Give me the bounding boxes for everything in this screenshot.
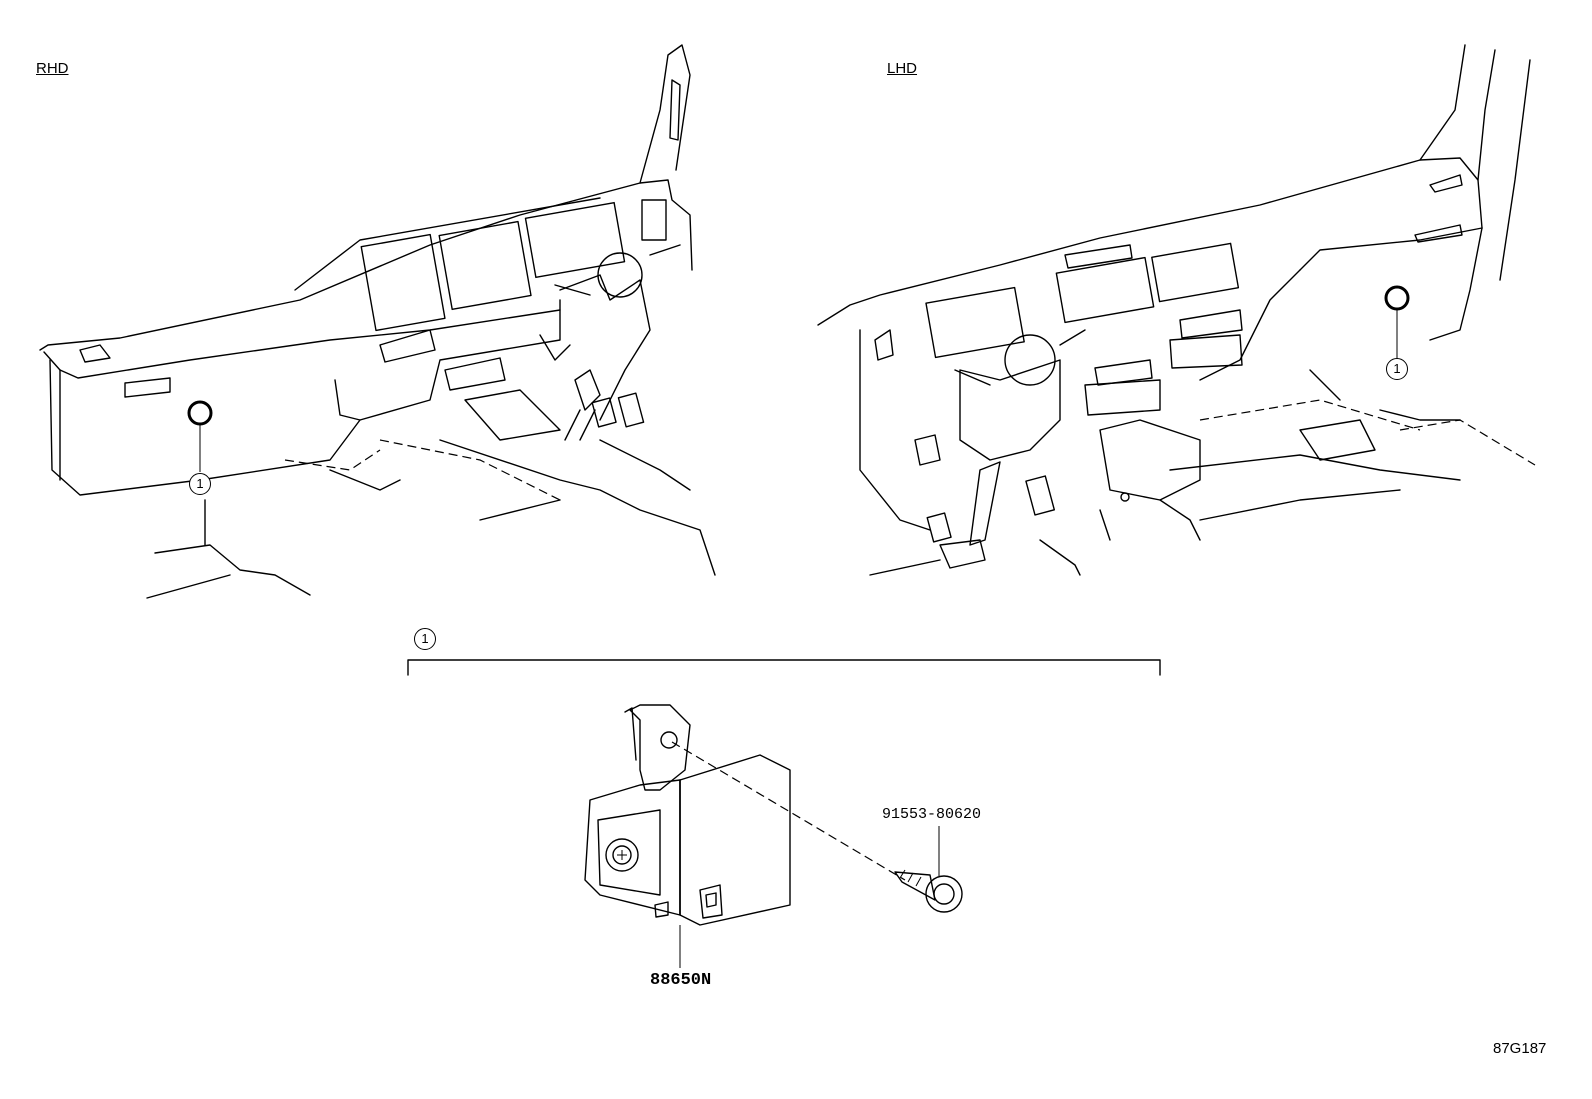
rhd-dashboard-illustration xyxy=(39,44,716,599)
lhd-callout-1[interactable]: 1 xyxy=(1386,358,1408,380)
bolt-91553-80620-illustration xyxy=(671,741,963,913)
diagram-reference-code: 87G187 xyxy=(1493,1040,1547,1057)
rhd-view-label: RHD xyxy=(36,60,69,77)
part-number-91553-80620[interactable]: 91553-80620 xyxy=(882,806,982,823)
group-bracket xyxy=(407,659,1161,676)
rhd-callout-1[interactable]: 1 xyxy=(189,473,211,495)
lhd-view-label: LHD xyxy=(887,60,918,77)
module-88650n-illustration xyxy=(584,704,791,968)
lhd-dashboard-illustration xyxy=(817,44,1536,576)
group-callout-1[interactable]: 1 xyxy=(414,628,436,650)
part-number-88650n[interactable]: 88650N xyxy=(650,971,712,990)
